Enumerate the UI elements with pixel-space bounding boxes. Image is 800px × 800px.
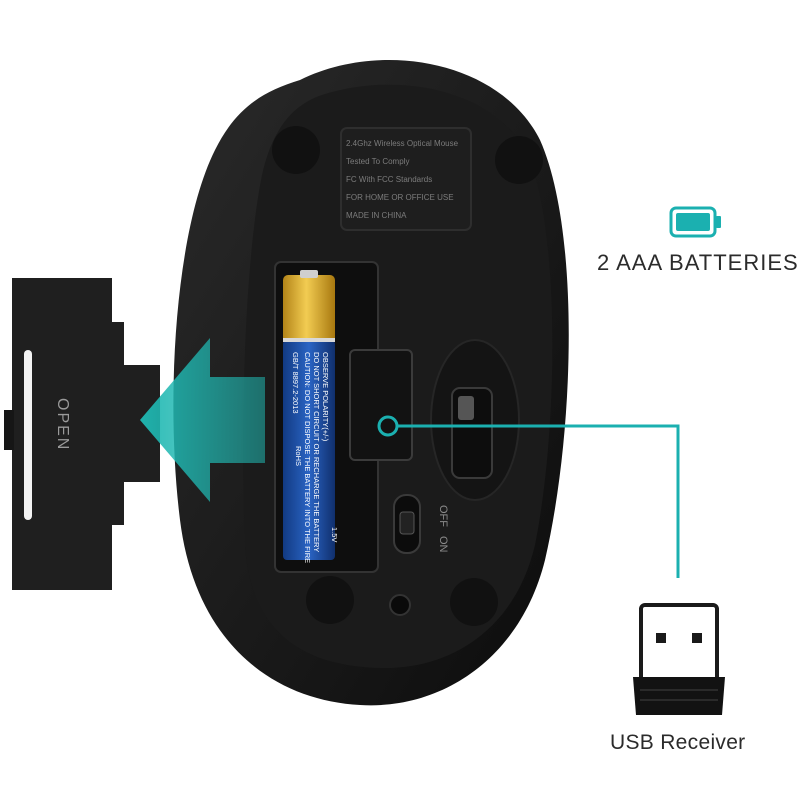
- switch-labels: OFF ON: [437, 505, 449, 553]
- battery-text: GB/T 8897.2-2013 CAUTION: DO NOT DISPOSE…: [291, 352, 339, 563]
- battery-rohs: RoHS: [294, 446, 303, 466]
- battery-caution-1: CAUTION: DO NOT DISPOSE THE BATTERY INTO…: [303, 352, 312, 563]
- sticker-line: 2.4Ghz Wireless Optical Mouse: [346, 139, 459, 148]
- batteries-callout-label: 2 AAA BATTERIES: [597, 250, 799, 275]
- insert-arrow: [140, 338, 265, 502]
- battery-caution-3: OBSERVE POLARITY(+/-): [321, 352, 330, 442]
- rubber-foot: [306, 576, 354, 624]
- sticker-line: Tested To Comply: [346, 157, 409, 166]
- battery-size-mark: 1.5V: [330, 527, 339, 542]
- switch-on-label: ON: [437, 536, 449, 553]
- usb-receiver: [633, 603, 725, 715]
- sticker-line: MADE IN CHINA: [346, 211, 407, 220]
- rubber-foot: [272, 126, 320, 174]
- screw-icon: [389, 594, 411, 616]
- aaa-battery: [283, 270, 335, 560]
- callout-line: [377, 415, 680, 578]
- battery-caution-2: DO NOT SHORT CIRCUIT OR RECHARGE THE BAT…: [312, 352, 321, 552]
- cover-open-label: OPEN: [54, 398, 71, 451]
- rubber-foot: [450, 578, 498, 626]
- receiver-slot: [349, 349, 413, 461]
- sticker-line: FOR HOME OR OFFICE USE: [346, 193, 454, 202]
- battery-icon: [669, 206, 721, 238]
- switch-off-label: OFF: [437, 505, 449, 527]
- battery-standard: GB/T 8897.2-2013: [291, 352, 300, 414]
- battery-cover[interactable]: [4, 278, 160, 590]
- usb-receiver-label: USB Receiver: [610, 731, 746, 754]
- sticker-line: FC With FCC Standards: [346, 175, 432, 184]
- label-sticker: [340, 127, 472, 231]
- rubber-foot: [495, 136, 543, 184]
